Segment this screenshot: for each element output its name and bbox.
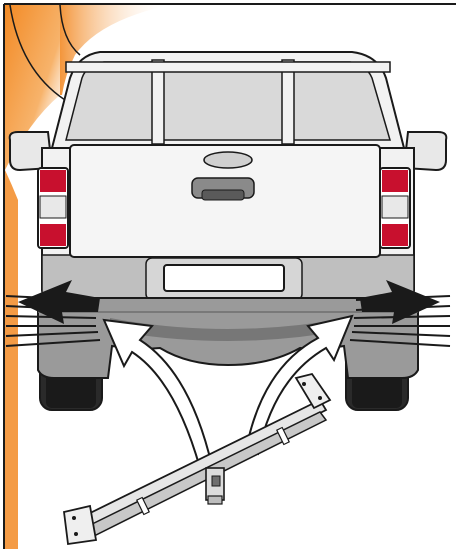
tail-light-right <box>380 168 410 248</box>
tow-bar-left-bracket <box>64 506 96 544</box>
tailgate-handle <box>192 178 254 200</box>
truck-cab <box>52 52 404 148</box>
tail-light-left <box>38 168 68 248</box>
number-plate-recess <box>146 258 302 300</box>
tailgate <box>70 145 380 257</box>
tow-hitch-receiver <box>206 468 224 504</box>
brand-badge <box>204 152 252 168</box>
tow-bar-right-bracket <box>296 374 330 408</box>
